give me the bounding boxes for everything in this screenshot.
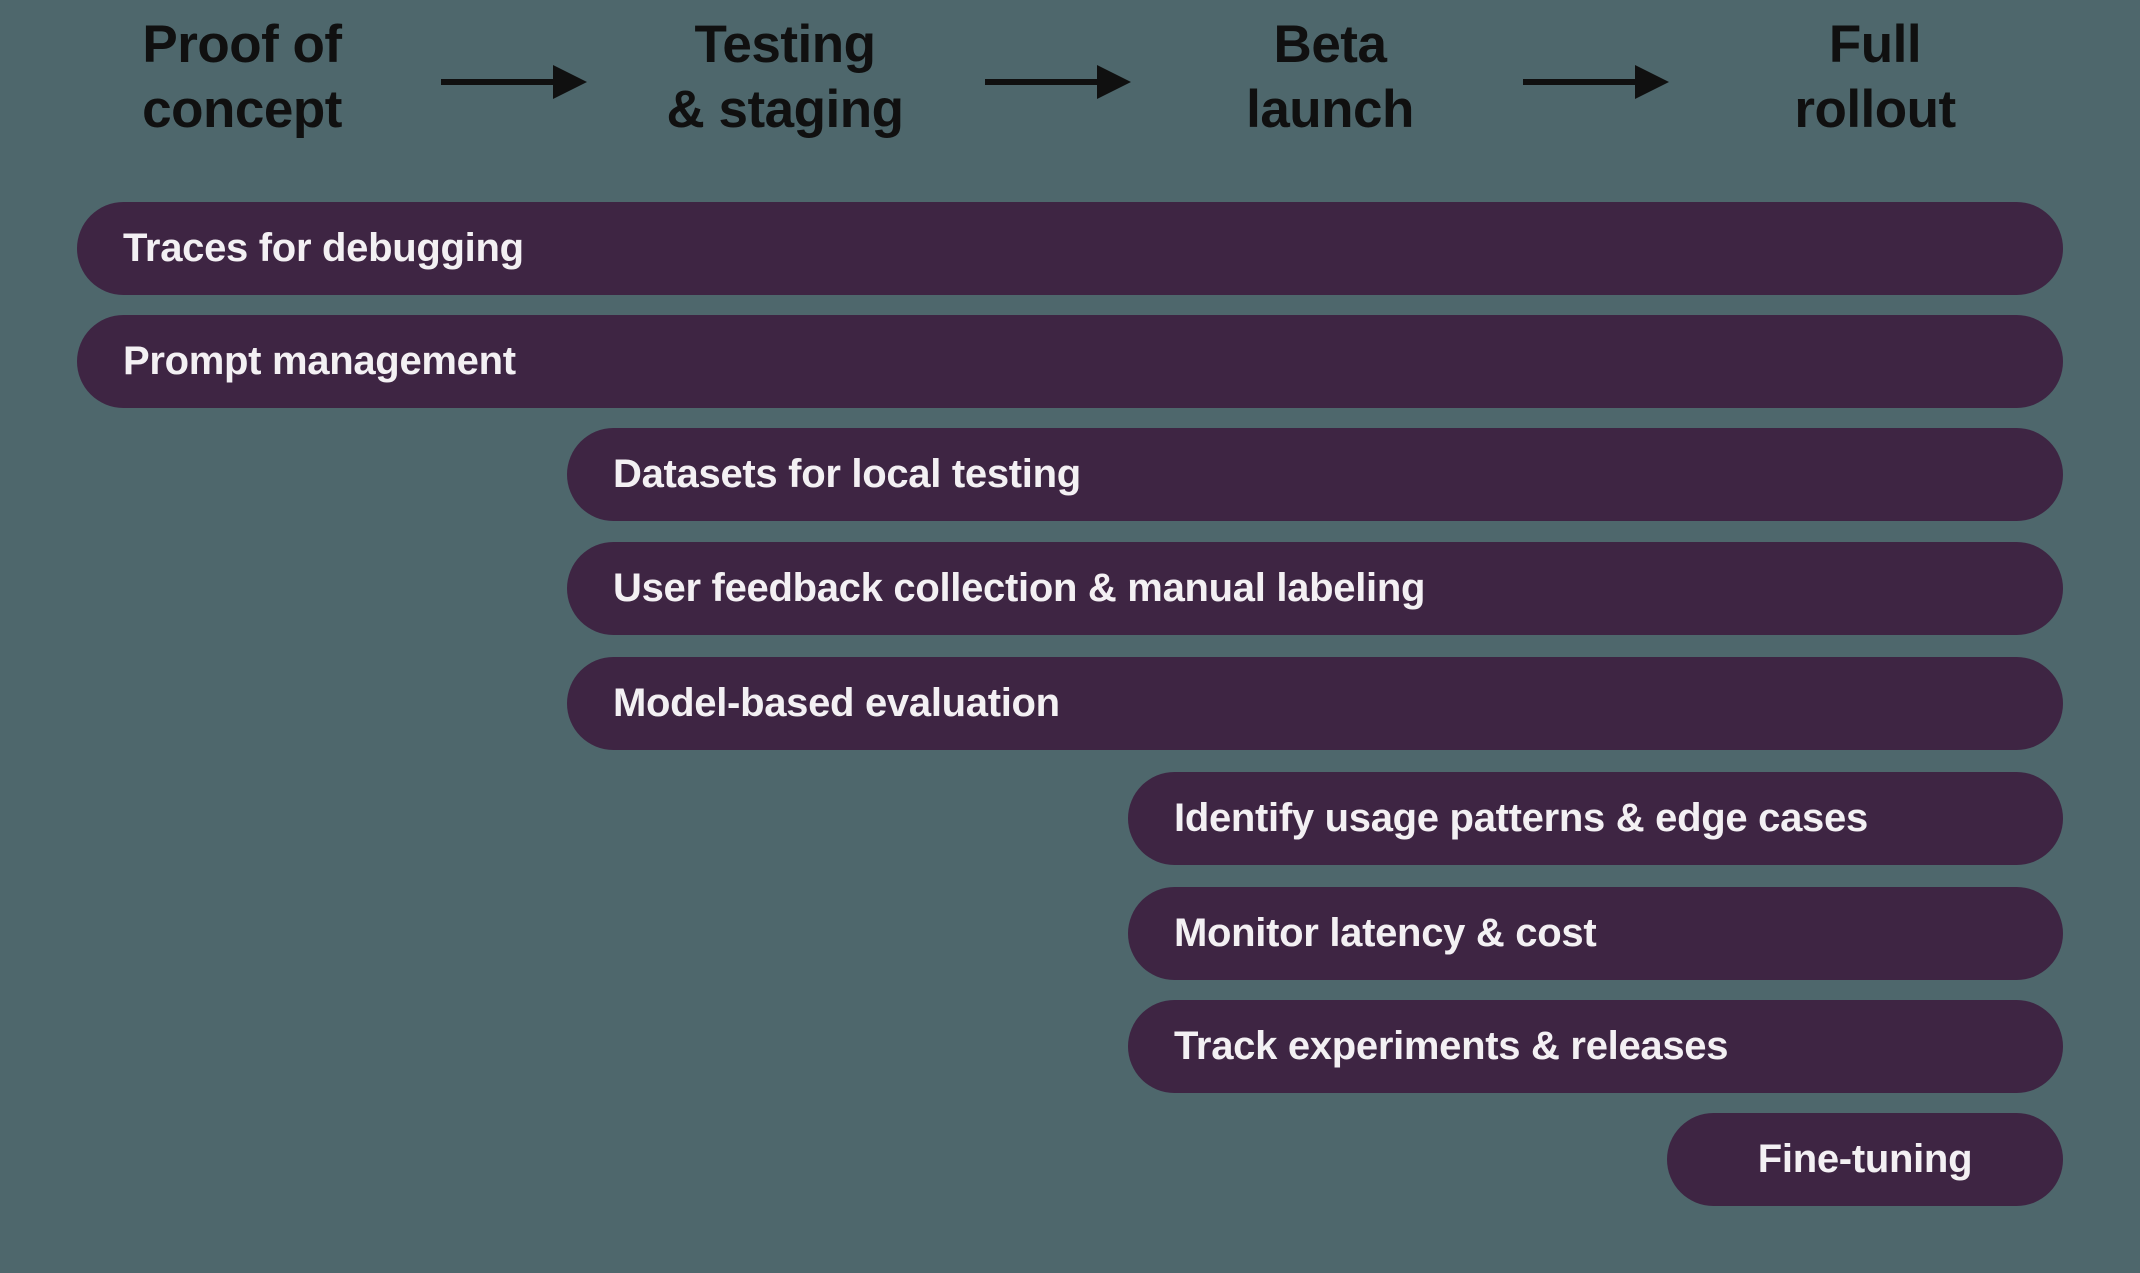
bar-label: Prompt management — [123, 339, 516, 383]
bar-label: Identify usage patterns & edge cases — [1174, 796, 1868, 840]
stage-label-line: concept — [142, 80, 342, 139]
stage-label-line: Beta — [1273, 15, 1387, 74]
bar-label: User feedback collection & manual labeli… — [613, 566, 1426, 610]
arrow-beta-to-full-icon — [1523, 65, 1669, 99]
bar-label: Monitor latency & cost — [1174, 911, 1597, 955]
stage-beta-launch: Beta launch — [1246, 12, 1414, 142]
bar-fine-tuning: Fine-tuning — [1667, 1113, 2063, 1206]
arrow-proof-to-testing-icon — [441, 65, 587, 99]
bar-label: Track experiments & releases — [1174, 1024, 1729, 1068]
bar-label: Model-based evaluation — [613, 681, 1060, 725]
stage-label-line: Proof of — [142, 15, 342, 74]
stage-testing-staging: Testing & staging — [667, 12, 904, 142]
bar-prompt-management: Prompt management — [77, 315, 2063, 408]
bar-label: Fine-tuning — [1757, 1137, 1973, 1181]
bar-track-experiments-releases: Track experiments & releases — [1128, 1000, 2063, 1093]
stage-label-line: rollout — [1794, 80, 1956, 139]
arrow-testing-to-beta-icon — [985, 65, 1131, 99]
bar-user-feedback-collection: User feedback collection & manual labeli… — [567, 542, 2063, 635]
stage-label-line: launch — [1246, 80, 1414, 139]
stage-label-line: & staging — [666, 80, 904, 139]
bar-datasets-for-local-testing: Datasets for local testing — [567, 428, 2063, 521]
stage-label-line: Testing — [694, 15, 876, 74]
bar-label: Datasets for local testing — [613, 452, 1081, 496]
bar-monitor-latency-cost: Monitor latency & cost — [1128, 887, 2063, 980]
bar-model-based-evaluation: Model-based evaluation — [567, 657, 2063, 750]
stage-full-rollout: Full rollout — [1794, 12, 1956, 142]
stage-proof-of-concept: Proof of concept — [142, 12, 342, 142]
stage-label-line: Full — [1828, 15, 1922, 74]
bar-identify-usage-patterns: Identify usage patterns & edge cases — [1128, 772, 2063, 865]
bar-traces-for-debugging: Traces for debugging — [77, 202, 2063, 295]
bar-label: Traces for debugging — [123, 226, 524, 270]
